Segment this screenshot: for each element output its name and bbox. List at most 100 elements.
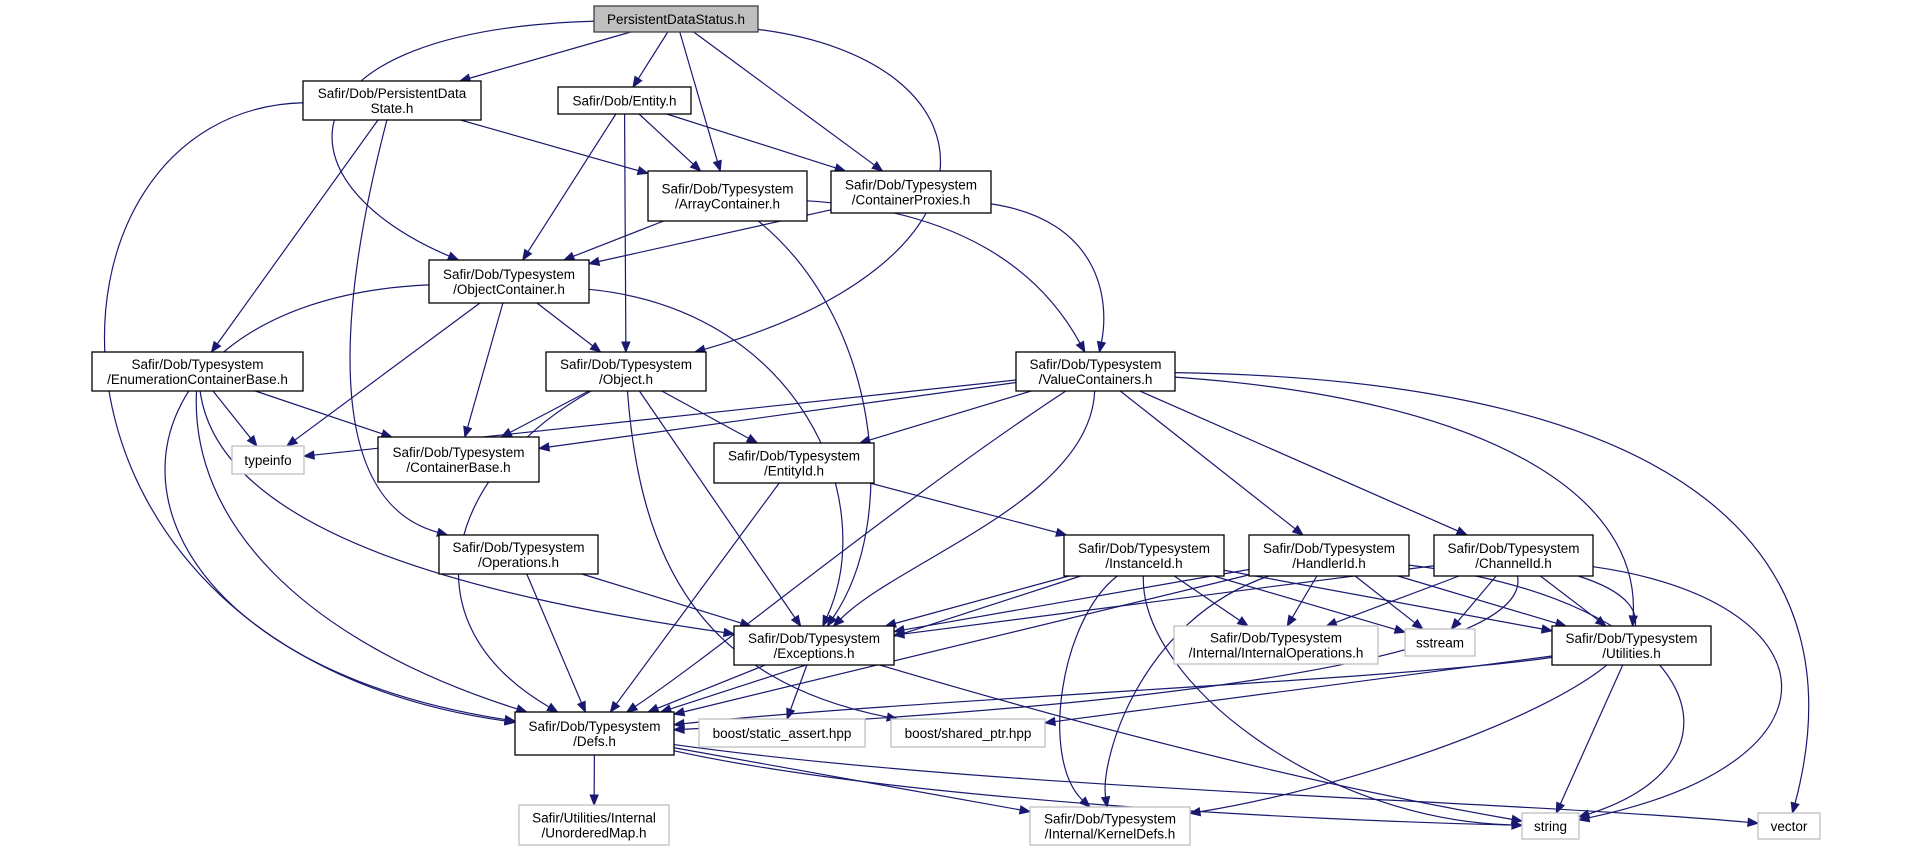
arrowhead-icon bbox=[625, 702, 639, 713]
edge-valcont-to-utilities bbox=[1174, 376, 1638, 628]
edge-line bbox=[693, 31, 875, 166]
node-label: boost/static_assert.hpp bbox=[713, 726, 852, 741]
node-label: boost/shared_ptr.hpp bbox=[905, 726, 1032, 741]
node-enumcont[interactable]: Safir/Dob/Typesystem/EnumerationContaine… bbox=[91, 351, 304, 392]
node-box bbox=[231, 445, 305, 475]
edge-handlerid-to-defs bbox=[672, 574, 1250, 717]
node-box bbox=[438, 534, 599, 575]
node-object[interactable]: Safir/Dob/Typesystem/Object.h bbox=[545, 351, 707, 392]
node-label: Safir/Utilities/Internal bbox=[532, 811, 656, 826]
node-array[interactable]: Safir/Dob/Typesystem/ArrayContainer.h bbox=[647, 170, 808, 222]
node-entity[interactable]: Safir/Dob/Entity.h bbox=[557, 86, 692, 115]
edge-line bbox=[1457, 575, 1497, 622]
node-string: string bbox=[1521, 812, 1580, 840]
edge-line bbox=[1104, 575, 1270, 798]
arrowhead-icon bbox=[546, 702, 559, 713]
node-box bbox=[514, 711, 675, 756]
arrowhead-icon bbox=[1325, 617, 1338, 627]
node-instanceid[interactable]: Safir/Dob/Typesystem/InstanceId.h bbox=[1063, 534, 1225, 577]
edge-line bbox=[673, 743, 1749, 823]
arrowhead-icon bbox=[1540, 624, 1554, 634]
edge-line bbox=[903, 565, 1435, 635]
node-defs[interactable]: Safir/Dob/Typesystem/Defs.h bbox=[514, 711, 675, 756]
node-entityid[interactable]: Safir/Dob/Typesystem/EntityId.h bbox=[713, 442, 875, 484]
arrowhead-icon bbox=[463, 425, 473, 439]
node-label: Safir/Dob/Typesystem bbox=[1078, 541, 1210, 556]
edge-handlerid-to-kerneldefs bbox=[1100, 575, 1270, 809]
edge-line bbox=[679, 31, 719, 162]
node-handlerid[interactable]: Safir/Dob/Typesystem/HandlerId.h bbox=[1248, 534, 1410, 577]
edge-exceptions-to-defs bbox=[646, 664, 766, 713]
arrowhead-icon bbox=[1577, 813, 1591, 823]
edge-line bbox=[573, 220, 664, 257]
edge-line bbox=[869, 482, 1057, 534]
arrowhead-icon bbox=[246, 434, 258, 448]
edge-pds-to-pdstate bbox=[458, 31, 631, 83]
arrowhead-icon bbox=[576, 700, 586, 714]
node-label: Safir/Dob/Typesystem bbox=[845, 178, 977, 193]
node-utilities[interactable]: Safir/Dob/Typesystem/Utilities.h bbox=[1551, 625, 1712, 666]
edge-line bbox=[666, 113, 836, 169]
node-label: Safir/Dob/Typesystem bbox=[1044, 812, 1176, 827]
node-label: Safir/Dob/Typesystem bbox=[452, 540, 584, 555]
edge-array-to-valcont bbox=[806, 200, 1086, 354]
node-box bbox=[557, 86, 692, 115]
node-valcont[interactable]: Safir/Dob/Typesystem/ValueContainers.h bbox=[1015, 351, 1176, 392]
arrowhead-icon bbox=[1790, 801, 1800, 815]
arrowhead-icon bbox=[503, 714, 517, 725]
node-label: Safir/Dob/Typesystem bbox=[392, 445, 524, 460]
node-box bbox=[733, 625, 895, 666]
arrowhead-icon bbox=[1411, 618, 1424, 630]
node-label: Safir/Dob/Entity.h bbox=[572, 94, 676, 109]
node-label: /ChannelId.h bbox=[1475, 556, 1552, 571]
node-box bbox=[1173, 625, 1379, 665]
edge-line bbox=[255, 390, 383, 435]
node-operations[interactable]: Safir/Dob/Typesystem/Operations.h bbox=[438, 534, 599, 575]
arrowhead-icon bbox=[722, 627, 736, 638]
edge-line bbox=[623, 113, 627, 343]
node-box bbox=[1757, 812, 1821, 840]
edge-instanceid-to-internalops bbox=[1173, 575, 1250, 627]
node-label: Safir/Dob/Typesystem bbox=[131, 357, 263, 372]
edge-entity-to-object bbox=[621, 113, 631, 354]
edge-defs-to-kerneldefs bbox=[673, 747, 1032, 815]
node-label: /ObjectContainer.h bbox=[453, 282, 565, 297]
node-box bbox=[518, 804, 670, 846]
edge-line bbox=[637, 31, 669, 79]
arrowhead-icon bbox=[1555, 801, 1565, 815]
node-exceptions[interactable]: Safir/Dob/Typesystem/Exceptions.h bbox=[733, 625, 895, 666]
arrowhead-icon bbox=[871, 160, 884, 172]
edge-objcont-to-exceptions bbox=[588, 288, 844, 628]
node-label: vector bbox=[1771, 819, 1808, 834]
edge-line bbox=[1397, 575, 1557, 624]
node-contbase[interactable]: Safir/Dob/Typesystem/ContainerBase.h bbox=[377, 436, 540, 483]
edge-line bbox=[683, 575, 1519, 730]
node-label: /UnorderedMap.h bbox=[541, 826, 646, 841]
edge-object-to-sharedptr bbox=[626, 390, 899, 722]
arrowhead-icon bbox=[1078, 796, 1091, 808]
node-proxies[interactable]: Safir/Dob/Typesystem/ContainerProxies.h bbox=[830, 170, 992, 214]
edge-line bbox=[469, 31, 631, 79]
arrowhead-icon bbox=[1393, 624, 1407, 634]
arrowhead-icon bbox=[210, 340, 222, 354]
edge-pds-to-array bbox=[679, 31, 722, 173]
edge-object-to-entityid bbox=[661, 390, 759, 444]
node-box bbox=[830, 170, 992, 214]
node-pds[interactable]: PersistentDataStatus.h bbox=[593, 5, 759, 33]
node-label: Safir/Dob/Typesystem bbox=[443, 267, 575, 282]
edge-line bbox=[1173, 575, 1241, 621]
node-unorderedmap: Safir/Utilities/Internal/UnorderedMap.h bbox=[518, 804, 670, 846]
edge-objcont-to-defs bbox=[164, 284, 517, 725]
node-label: /Utilities.h bbox=[1602, 646, 1661, 661]
edge-line bbox=[1059, 575, 1118, 801]
node-label: typeinfo bbox=[244, 453, 291, 468]
arrowhead-icon bbox=[632, 75, 643, 89]
node-box bbox=[890, 718, 1046, 748]
node-objcont[interactable]: Safir/Dob/Typesystem/ObjectContainer.h bbox=[428, 259, 590, 304]
edge-line bbox=[1354, 575, 1416, 624]
arrowhead-icon bbox=[537, 442, 551, 452]
node-label: sstream bbox=[1416, 636, 1464, 651]
node-channelid[interactable]: Safir/Dob/Typesystem/ChannelId.h bbox=[1433, 534, 1594, 577]
edge-line bbox=[673, 750, 1513, 826]
